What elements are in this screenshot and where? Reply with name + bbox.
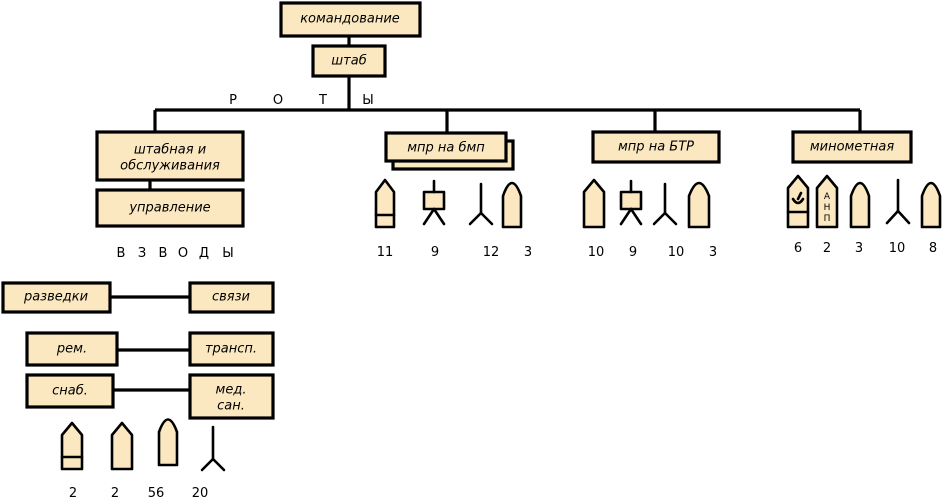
mortar-count: 8 xyxy=(929,241,937,256)
anp-letter: Н xyxy=(824,203,831,213)
box-hq-company-line2: обслуживания xyxy=(120,159,220,174)
box-control-label: управление xyxy=(128,201,210,216)
box-repair-label: рем. xyxy=(56,342,87,357)
box-control: управление xyxy=(95,188,245,228)
soldier-icon xyxy=(468,182,494,226)
box-mortar-label: минометная xyxy=(810,140,895,155)
officer-icon xyxy=(920,181,942,229)
box-signals: связи xyxy=(188,281,275,314)
platoon-counts: 2 2 56 20 xyxy=(69,486,208,499)
mortar-count: 3 xyxy=(855,241,863,256)
box-recon-label: разведки xyxy=(23,290,88,305)
box-staff: штаб xyxy=(311,44,387,78)
box-hq-company-line1: штабная и xyxy=(134,143,206,158)
officer-icon xyxy=(849,181,871,229)
officer-icon xyxy=(157,418,179,467)
btr-count: 10 xyxy=(668,245,685,260)
mortar-count: 10 xyxy=(889,241,906,256)
command-observation-vehicle-icon: А Н П xyxy=(815,174,839,229)
box-mpr-btr-label: мпр на БТР xyxy=(618,140,694,155)
box-mortar: минометная xyxy=(791,130,913,164)
platoons-label: В З В О Д Ы xyxy=(117,246,234,261)
box-signals-label: связи xyxy=(212,290,250,305)
box-recon: разведки xyxy=(1,281,112,314)
bmp-symbols xyxy=(374,178,523,229)
anp-letter: А xyxy=(824,192,831,202)
platoon-count: 20 xyxy=(192,486,209,499)
box-mpr-bmp: мпр на бмп xyxy=(384,131,515,171)
box-hq-company: штабная и обслуживания xyxy=(95,130,245,182)
platoons-letter: З xyxy=(138,246,146,261)
infantry-fighting-vehicle-icon xyxy=(619,179,643,226)
vehicle-bmp-icon xyxy=(374,178,396,229)
officer-icon xyxy=(687,181,711,229)
soldier-icon xyxy=(652,182,678,226)
bmp-count: 11 xyxy=(377,245,394,260)
bmp-count: 9 xyxy=(431,245,439,260)
officer-icon xyxy=(501,181,523,229)
mortar-vehicle-icon xyxy=(786,174,810,229)
platoons-letter: Д xyxy=(199,246,209,261)
btr-count: 3 xyxy=(709,245,717,260)
box-supply-label: снаб. xyxy=(52,384,88,399)
soldier-icon xyxy=(885,178,911,225)
vehicle-btr-icon xyxy=(110,421,134,471)
companies-letter: Ы xyxy=(362,93,373,108)
bmp-counts: 11 9 12 3 xyxy=(377,245,532,260)
platoons-letter: Ы xyxy=(222,246,233,261)
anp-letter: П xyxy=(824,214,831,224)
platoon-count: 2 xyxy=(111,486,119,499)
btr-count: 9 xyxy=(629,245,637,260)
box-command: командование xyxy=(279,1,422,38)
platoons-letter: О xyxy=(178,246,188,261)
bmp-count: 12 xyxy=(483,245,500,260)
box-staff-label: штаб xyxy=(331,54,366,69)
btr-counts: 10 9 10 3 xyxy=(588,245,717,260)
platoon-count: 56 xyxy=(148,486,165,499)
mortar-count: 6 xyxy=(794,241,802,256)
box-supply: снаб. xyxy=(25,373,115,409)
btr-symbols xyxy=(582,178,711,229)
box-medical-line1: мед. xyxy=(216,383,247,398)
bmp-count: 3 xyxy=(524,245,532,260)
vehicle-bmp-icon xyxy=(60,421,84,471)
mortar-counts: 6 2 3 10 8 xyxy=(794,241,937,256)
box-transport: трансп. xyxy=(188,331,275,367)
platoons-letter: В xyxy=(159,246,168,261)
companies-letter: Р xyxy=(229,93,237,108)
platoon-symbols xyxy=(60,418,226,472)
box-mpr-btr: мпр на БТР xyxy=(591,130,721,164)
btr-count: 10 xyxy=(588,245,605,260)
companies-letter: О xyxy=(273,93,283,108)
box-transport-label: трансп. xyxy=(205,342,257,357)
mortar-count: 2 xyxy=(823,241,831,256)
vehicle-btr-icon xyxy=(582,178,606,229)
companies-label: Р О Т Ы xyxy=(229,93,374,108)
soldier-icon xyxy=(200,425,226,472)
platoons-letter: В xyxy=(117,246,126,261)
companies-letter: Т xyxy=(318,93,327,108)
box-repair: рем. xyxy=(25,331,119,367)
connectors xyxy=(110,36,862,392)
platoon-count: 2 xyxy=(69,486,77,499)
mortar-symbols: А Н П xyxy=(786,174,942,229)
box-mpr-bmp-label: мпр на бмп xyxy=(407,141,485,156)
box-medical-line2: сан. xyxy=(217,399,245,414)
box-medical: мед. сан. xyxy=(188,373,275,420)
box-command-label: командование xyxy=(300,12,400,27)
infantry-fighting-vehicle-icon xyxy=(422,179,446,226)
